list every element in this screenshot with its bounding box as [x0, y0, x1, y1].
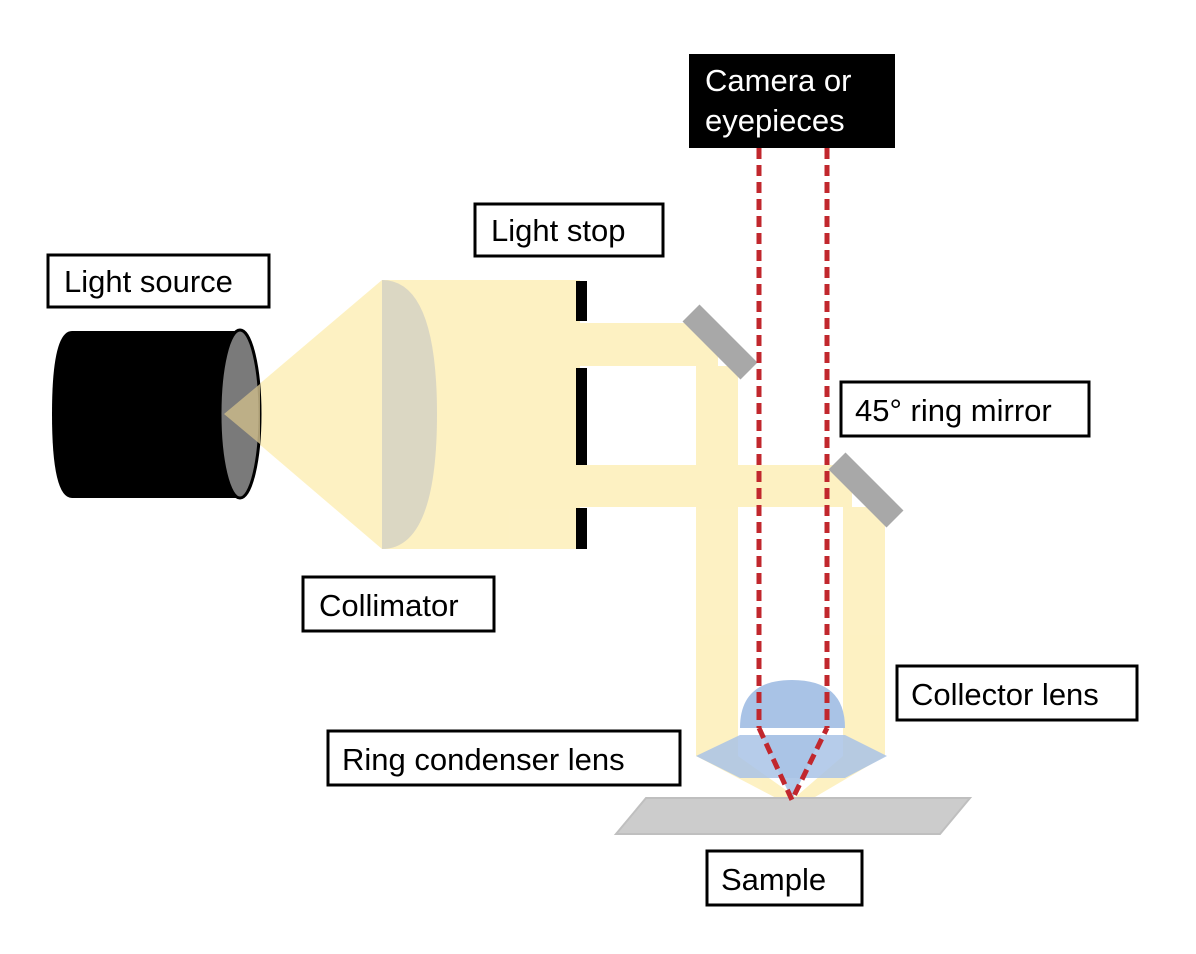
- imaging-path-focus: [756, 726, 830, 806]
- label-light-source-text: Light source: [64, 264, 233, 299]
- light-source-body: [52, 331, 240, 498]
- label-collector-lens-text: Collector lens: [911, 677, 1099, 712]
- collector-lens: [740, 680, 845, 728]
- label-camera-line2: eyepieces: [705, 103, 845, 138]
- ring-mirror-upper: [682, 304, 758, 380]
- light-stop-middle: [576, 368, 587, 465]
- beam-inner-vertical: [696, 366, 738, 756]
- light-source-emission: [224, 384, 260, 444]
- light-stop-bottom: [576, 508, 587, 549]
- label-ring-mirror-text: 45° ring mirror: [855, 393, 1052, 428]
- label-collector-lens: Collector lens: [895, 664, 1139, 722]
- ring-mirror: [682, 304, 904, 528]
- label-light-stop: Light stop: [473, 202, 665, 258]
- label-sample: Sample: [705, 849, 864, 907]
- label-camera-line1: Camera or: [705, 63, 851, 98]
- label-collimator-text: Collimator: [319, 588, 459, 623]
- light-stop: [576, 281, 587, 549]
- label-light-stop-text: Light stop: [491, 213, 625, 248]
- label-camera: Camera or eyepieces: [689, 54, 895, 148]
- light-stop-top: [576, 281, 587, 321]
- label-ring-condenser-lens-text: Ring condenser lens: [342, 742, 625, 777]
- beam-cone: [224, 280, 382, 549]
- collector-lens-cone: [762, 735, 822, 800]
- label-ring-mirror: 45° ring mirror: [839, 380, 1091, 438]
- label-light-source: Light source: [46, 253, 271, 309]
- beam-outer-vertical: [843, 507, 885, 756]
- light-source: [52, 328, 262, 500]
- label-collimator: Collimator: [301, 575, 496, 633]
- label-ring-condenser-lens: Ring condenser lens: [326, 729, 682, 787]
- sample-slide: [613, 797, 973, 835]
- label-sample-text: Sample: [721, 862, 826, 897]
- imaging-path: [756, 148, 830, 806]
- collimator-lens: [382, 280, 437, 549]
- ring-mirror-lower: [828, 452, 904, 528]
